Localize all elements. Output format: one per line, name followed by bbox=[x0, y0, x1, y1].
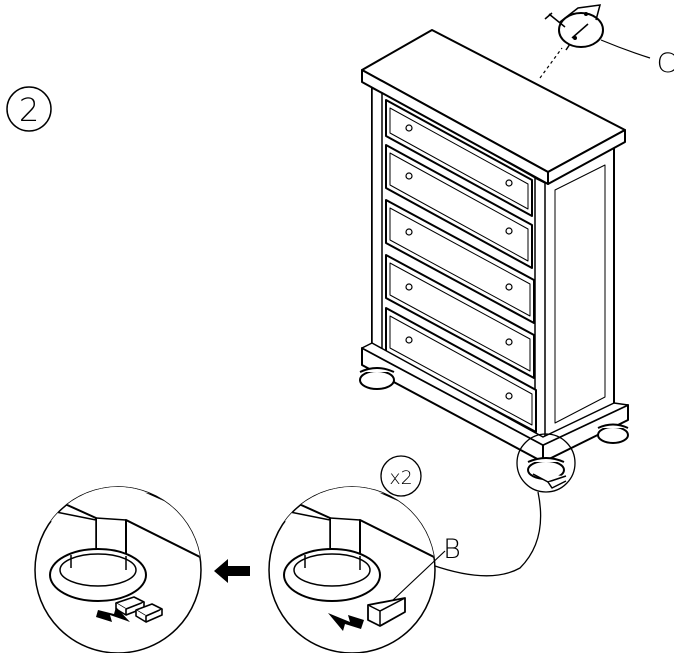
plinth-top bbox=[361, 342, 629, 446]
knob bbox=[405, 172, 413, 180]
connector-line bbox=[431, 491, 542, 577]
knob bbox=[505, 392, 513, 400]
part-label-c: C bbox=[657, 48, 676, 79]
detail-marker-circle bbox=[516, 433, 576, 493]
step-number: 2 bbox=[19, 91, 39, 129]
knob bbox=[405, 283, 413, 291]
knob bbox=[405, 124, 413, 132]
bun-foot-back-right bbox=[597, 423, 629, 444]
pilaster-left bbox=[371, 87, 383, 351]
wall-anchor-callout: C bbox=[539, 4, 676, 79]
drawer-4 bbox=[385, 254, 535, 379]
drawer-2 bbox=[385, 144, 533, 269]
knob bbox=[505, 227, 513, 235]
push-arrow-icon bbox=[328, 613, 364, 631]
quantity-label: x2 bbox=[389, 467, 412, 489]
drawer-3 bbox=[385, 199, 535, 324]
knob bbox=[505, 338, 513, 346]
knob bbox=[505, 283, 513, 291]
chest-of-drawers bbox=[359, 29, 629, 489]
detail-view-insert: x2 B bbox=[268, 455, 461, 653]
pull-arrow-icon bbox=[96, 607, 130, 622]
detail-view-result bbox=[34, 486, 202, 653]
bun-foot-front-right bbox=[527, 457, 567, 489]
drawer-5 bbox=[385, 307, 537, 433]
quantity-badge: x2 bbox=[380, 455, 422, 497]
drawer-1 bbox=[385, 99, 533, 217]
step-number-badge: 2 bbox=[6, 86, 52, 132]
chest-top-edge-side bbox=[547, 129, 626, 185]
knob bbox=[505, 179, 513, 187]
knob bbox=[405, 228, 413, 236]
arrow-left-icon bbox=[214, 559, 250, 583]
side-panel-inset bbox=[554, 164, 606, 424]
bun-foot-front-left bbox=[359, 367, 395, 390]
part-label-b: B bbox=[443, 534, 461, 565]
knob bbox=[405, 336, 413, 344]
wall-anchor-icon bbox=[544, 4, 604, 51]
detail-callout bbox=[431, 433, 576, 577]
